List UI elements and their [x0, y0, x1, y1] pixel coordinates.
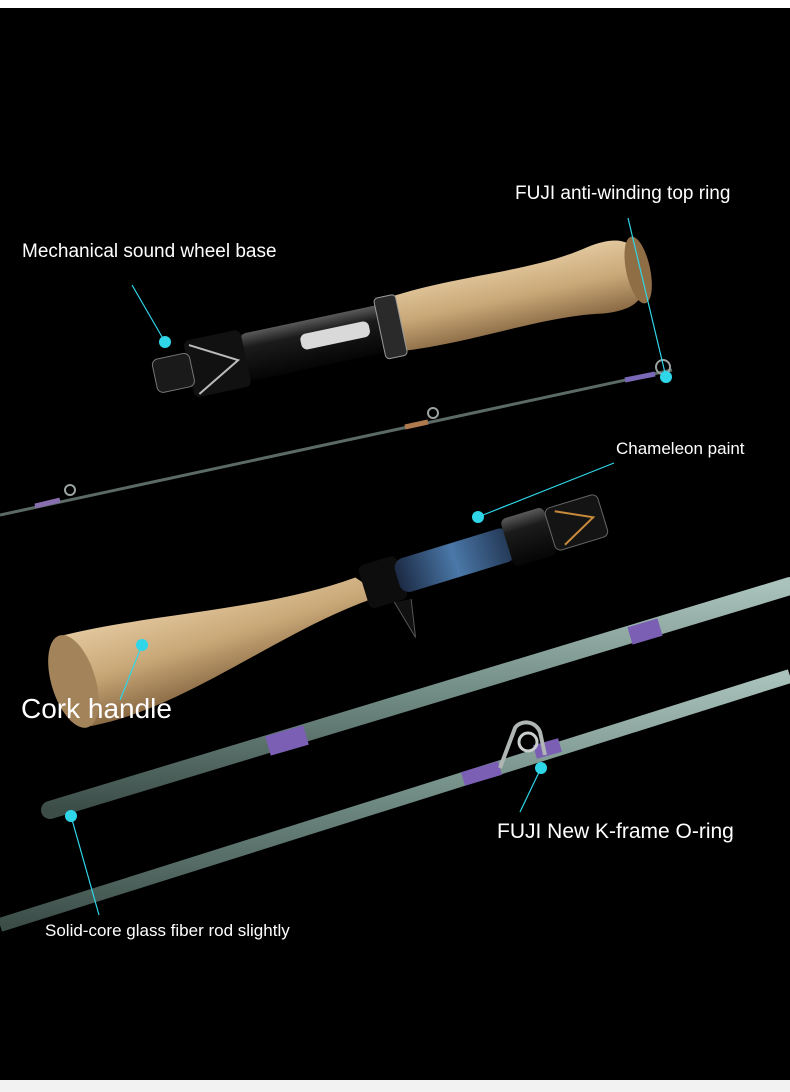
bottom-border — [0, 1080, 790, 1092]
glass-rod-lower — [0, 669, 790, 932]
glass-rod-upper — [41, 577, 790, 819]
cork-handle-label: Cork handle — [21, 693, 172, 724]
callout-markers — [65, 217, 672, 916]
top-border — [0, 0, 790, 8]
upper-rod-blank — [0, 368, 673, 517]
top-ring-label: FUJI anti-winding top ring — [515, 183, 731, 204]
lower-handle — [48, 494, 609, 728]
upper-handle — [151, 236, 652, 397]
upper-rod-wraps — [34, 371, 656, 509]
k-frame-ring-label: FUJI New K-frame O-ring — [497, 820, 734, 843]
glass-fiber-label: Solid-core glass fiber rod slightly — [45, 921, 290, 940]
chameleon-paint-label: Chameleon paint — [616, 439, 745, 458]
wheel-base-label: Mechanical sound wheel base — [22, 241, 277, 262]
